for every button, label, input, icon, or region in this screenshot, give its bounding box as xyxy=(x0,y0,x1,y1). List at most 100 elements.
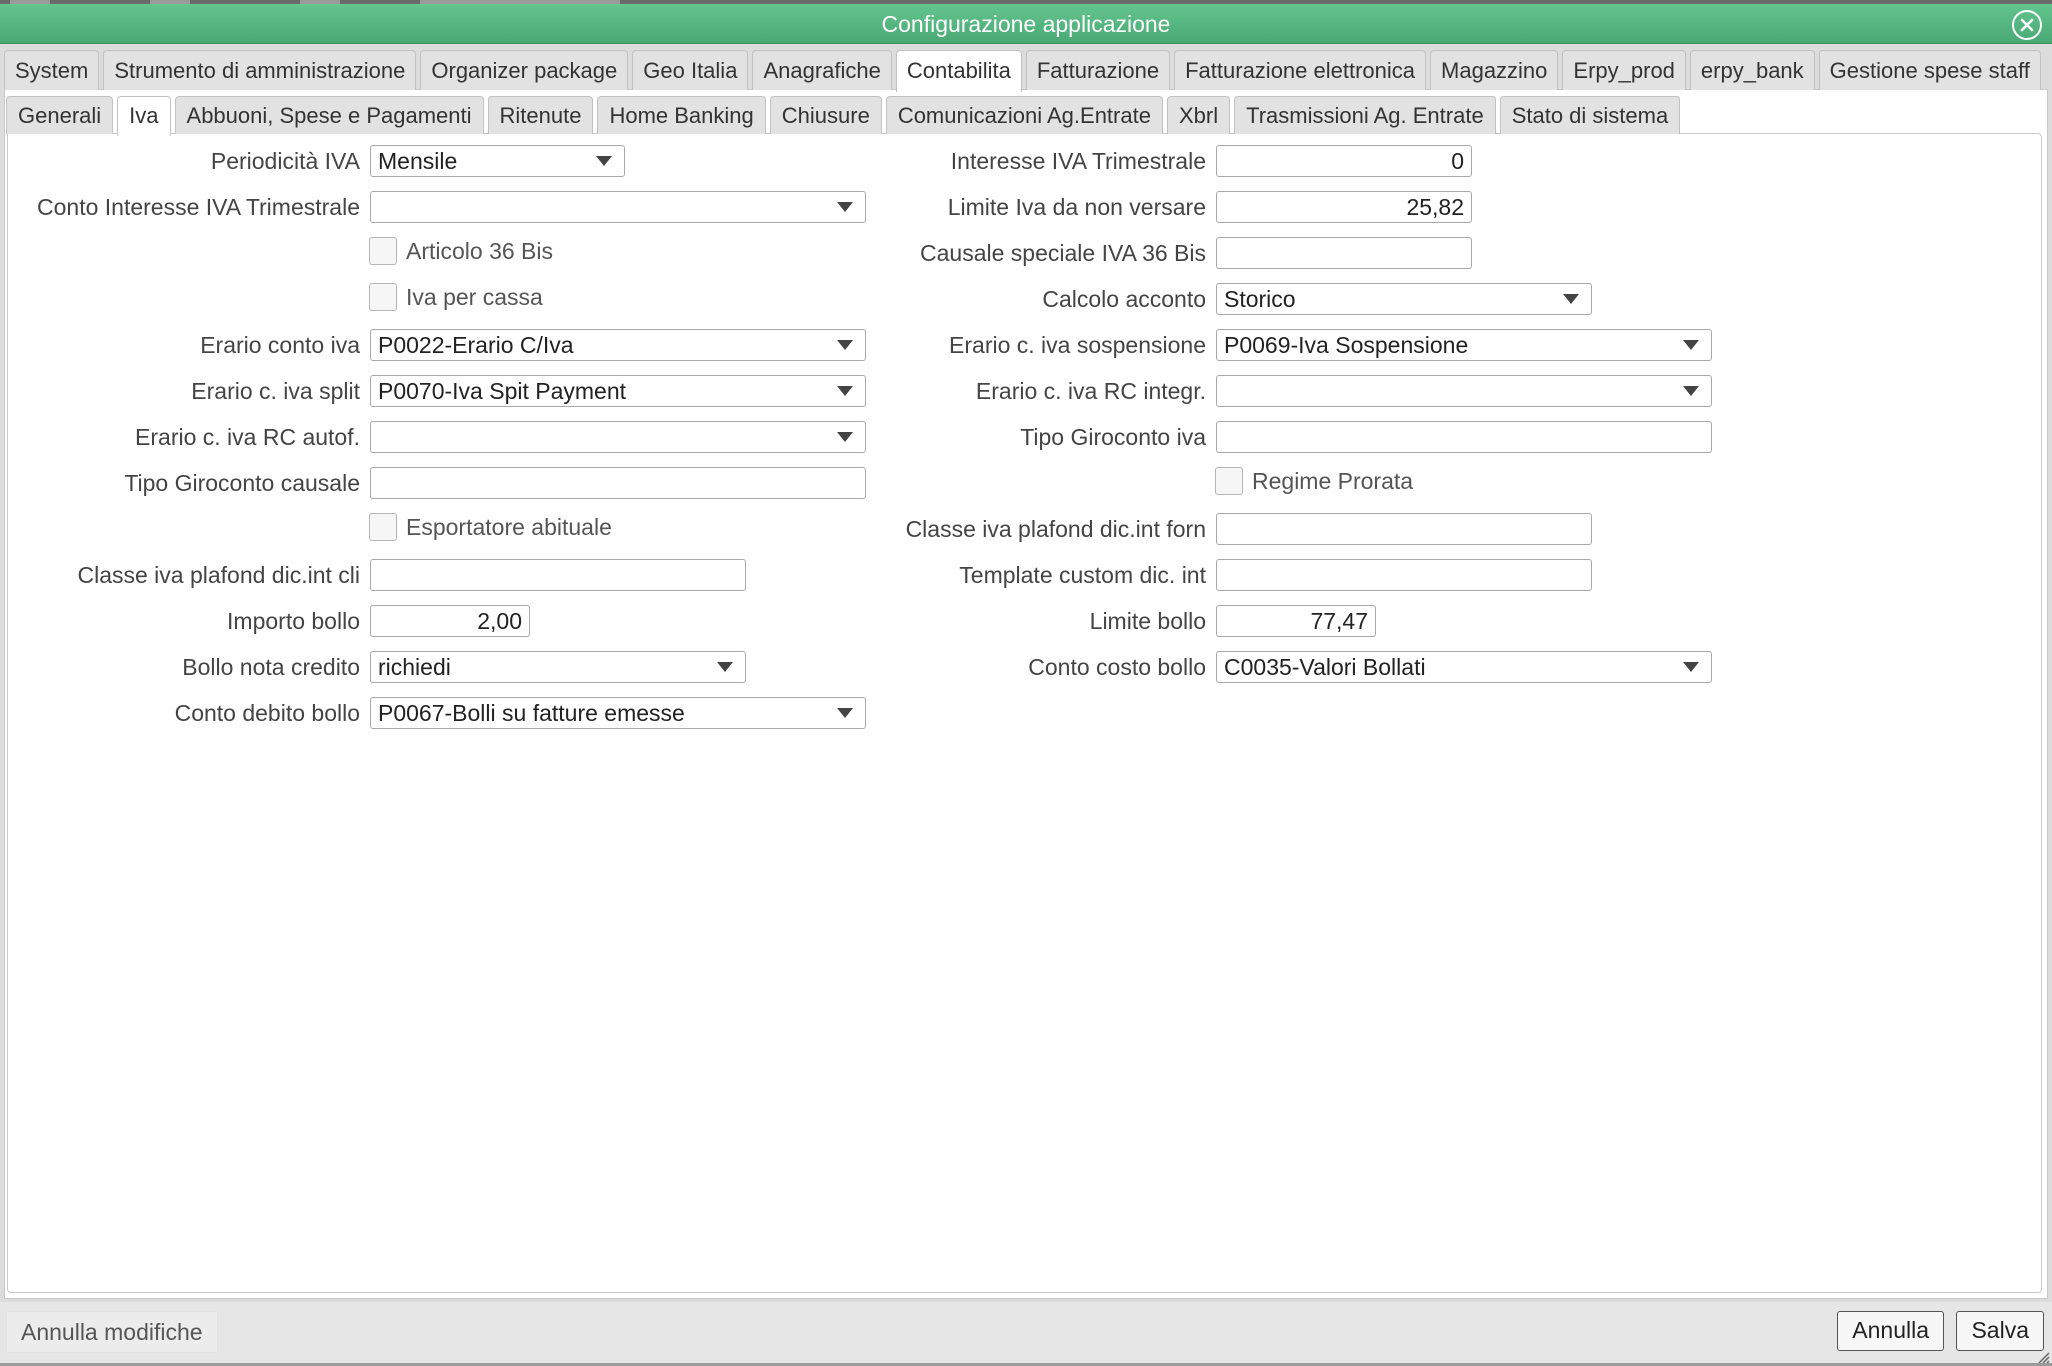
tab-magazzino[interactable]: Magazzino xyxy=(1430,50,1559,90)
causale-36bis-label: Causale speciale IVA 36 Bis xyxy=(920,240,1206,266)
conto-debito-bollo-label: Conto debito bollo xyxy=(174,700,360,726)
interesse-trimestrale-input[interactable]: 0 xyxy=(1216,145,1472,177)
erario-conto-iva-label: Erario conto iva xyxy=(200,332,360,358)
bollo-nota-credito-value: richiedi xyxy=(378,654,451,680)
tipo-giroconto-causale-label: Tipo Giroconto causale xyxy=(124,470,360,496)
erario-rc-autof-select[interactable] xyxy=(370,421,866,453)
articolo-36bis-checkbox[interactable] xyxy=(369,237,397,265)
iva-settings-panel xyxy=(7,133,2042,1293)
tab-gestione-spese-staff[interactable]: Gestione spese staff xyxy=(1818,50,2041,90)
dropdown-arrow-icon xyxy=(825,330,865,360)
tab-contabilita[interactable]: Contabilita xyxy=(895,50,1022,92)
template-custom-label: Template custom dic. int xyxy=(959,562,1206,588)
dropdown-arrow-icon xyxy=(1671,652,1711,682)
main-tabs: System Strumento di amministrazione Orga… xyxy=(4,50,2045,92)
periodicita-iva-label: Periodicità IVA xyxy=(210,148,360,174)
subtab-stato-di-sistema[interactable]: Stato di sistema xyxy=(1499,96,1681,134)
classe-plafond-cli-label: Classe iva plafond dic.int cli xyxy=(77,562,360,588)
strip-segment xyxy=(420,0,620,4)
classe-plafond-forn-label: Classe iva plafond dic.int forn xyxy=(905,516,1206,542)
conto-costo-bollo-label: Conto costo bollo xyxy=(1028,654,1206,680)
strip-segment xyxy=(300,0,340,4)
subtab-iva[interactable]: Iva xyxy=(117,96,171,136)
limite-bollo-label: Limite bollo xyxy=(1089,608,1206,634)
dropdown-arrow-icon xyxy=(705,652,745,682)
erario-iva-split-select[interactable]: P0070-Iva Spit Payment xyxy=(370,375,866,407)
window-title: Configurazione applicazione xyxy=(881,11,1171,37)
causale-36bis-input[interactable] xyxy=(1216,237,1472,269)
tab-fatturazione-elettronica[interactable]: Fatturazione elettronica xyxy=(1174,50,1427,90)
esportatore-abituale-checkbox[interactable] xyxy=(369,513,397,541)
tab-anagrafiche[interactable]: Anagrafiche xyxy=(752,50,892,90)
tab-system[interactable]: System xyxy=(4,50,100,90)
strip-segment xyxy=(10,0,50,4)
erario-conto-iva-value: P0022-Erario C/Iva xyxy=(378,332,574,358)
erario-conto-iva-select[interactable]: P0022-Erario C/Iva xyxy=(370,329,866,361)
strip-segment xyxy=(150,0,190,4)
bottom-edge xyxy=(0,1363,2052,1366)
esportatore-abituale-label: Esportatore abituale xyxy=(406,514,612,540)
calcolo-acconto-value: Storico xyxy=(1224,286,1296,312)
bollo-nota-credito-select[interactable]: richiedi xyxy=(370,651,746,683)
dropdown-arrow-icon xyxy=(1671,330,1711,360)
tipo-giroconto-iva-input[interactable] xyxy=(1216,421,1712,453)
dialog-footer: Annulla modifiche Annulla Salva xyxy=(0,1302,2052,1366)
resize-grip-icon[interactable] xyxy=(2036,1350,2050,1364)
top-toolbar-strip xyxy=(0,0,2052,4)
subtab-generali[interactable]: Generali xyxy=(6,96,114,134)
iva-per-cassa-checkbox[interactable] xyxy=(369,283,397,311)
classe-plafond-forn-input[interactable] xyxy=(1216,513,1592,545)
subtab-chiusure[interactable]: Chiusure xyxy=(769,96,882,134)
interesse-trimestrale-label: Interesse IVA Trimestrale xyxy=(950,148,1206,174)
tipo-giroconto-iva-label: Tipo Giroconto iva xyxy=(1020,424,1206,450)
dropdown-arrow-icon xyxy=(825,376,865,406)
subtab-abbuoni-spese-pagamenti[interactable]: Abbuoni, Spese e Pagamenti xyxy=(174,96,484,134)
salva-button[interactable]: Salva xyxy=(1956,1311,2044,1351)
conto-interesse-select[interactable] xyxy=(370,191,866,223)
periodicita-iva-select[interactable]: Mensile xyxy=(370,145,625,177)
regime-prorata-checkbox[interactable] xyxy=(1215,467,1243,495)
dropdown-arrow-icon xyxy=(825,698,865,728)
tab-geo-italia[interactable]: Geo Italia xyxy=(632,50,749,90)
importo-bollo-input[interactable]: 2,00 xyxy=(370,605,530,637)
tab-erpy-bank[interactable]: erpy_bank xyxy=(1689,50,1815,90)
importo-bollo-label: Importo bollo xyxy=(227,608,360,634)
subtab-xbrl[interactable]: Xbrl xyxy=(1166,96,1231,134)
erario-iva-split-value: P0070-Iva Spit Payment xyxy=(378,378,627,404)
subtab-comunicazioni-ag-entrate[interactable]: Comunicazioni Ag.Entrate xyxy=(885,96,1163,134)
conto-interesse-label: Conto Interesse IVA Trimestrale xyxy=(37,194,360,220)
annulla-button[interactable]: Annulla xyxy=(1837,1311,1944,1351)
classe-plafond-cli-input[interactable] xyxy=(370,559,746,591)
conto-costo-bollo-value: C0035-Valori Bollati xyxy=(1224,654,1426,680)
sub-tabs: Generali Iva Abbuoni, Spese e Pagamenti … xyxy=(6,96,1684,136)
tipo-giroconto-causale-input[interactable] xyxy=(370,467,866,499)
articolo-36bis-label: Articolo 36 Bis xyxy=(406,238,554,264)
periodicita-iva-value: Mensile xyxy=(378,148,458,174)
limite-bollo-input[interactable]: 77,47 xyxy=(1216,605,1376,637)
limite-iva-input[interactable]: 25,82 xyxy=(1216,191,1472,223)
dropdown-arrow-icon xyxy=(1551,284,1591,314)
tab-strumento-amministrazione[interactable]: Strumento di amministrazione xyxy=(103,50,417,90)
close-icon xyxy=(2020,18,2034,32)
dropdown-arrow-icon xyxy=(825,192,865,222)
erario-sospensione-select[interactable]: P0069-Iva Sospensione xyxy=(1216,329,1712,361)
conto-costo-bollo-select[interactable]: C0035-Valori Bollati xyxy=(1216,651,1712,683)
dropdown-arrow-icon xyxy=(1671,376,1711,406)
erario-iva-split-label: Erario c. iva split xyxy=(191,378,360,404)
conto-debito-bollo-select[interactable]: P0067-Bolli su fatture emesse xyxy=(370,697,866,729)
calcolo-acconto-select[interactable]: Storico xyxy=(1216,283,1592,315)
erario-rc-integr-select[interactable] xyxy=(1216,375,1712,407)
close-button[interactable] xyxy=(2012,10,2042,40)
subtab-ritenute[interactable]: Ritenute xyxy=(487,96,594,134)
annulla-modifiche-button[interactable]: Annulla modifiche xyxy=(6,1311,218,1353)
tab-erpy-prod[interactable]: Erpy_prod xyxy=(1562,50,1686,90)
tab-organizer-package[interactable]: Organizer package xyxy=(420,50,629,90)
erario-sospensione-label: Erario c. iva sospensione xyxy=(949,332,1206,358)
subtab-home-banking[interactable]: Home Banking xyxy=(597,96,766,134)
subtab-trasmissioni-ag-entrate[interactable]: Trasmissioni Ag. Entrate xyxy=(1234,96,1496,134)
limite-iva-label: Limite Iva da non versare xyxy=(947,194,1206,220)
template-custom-input[interactable] xyxy=(1216,559,1592,591)
tab-fatturazione[interactable]: Fatturazione xyxy=(1025,50,1171,90)
dropdown-arrow-icon xyxy=(584,146,624,176)
calcolo-acconto-label: Calcolo acconto xyxy=(1042,286,1206,312)
